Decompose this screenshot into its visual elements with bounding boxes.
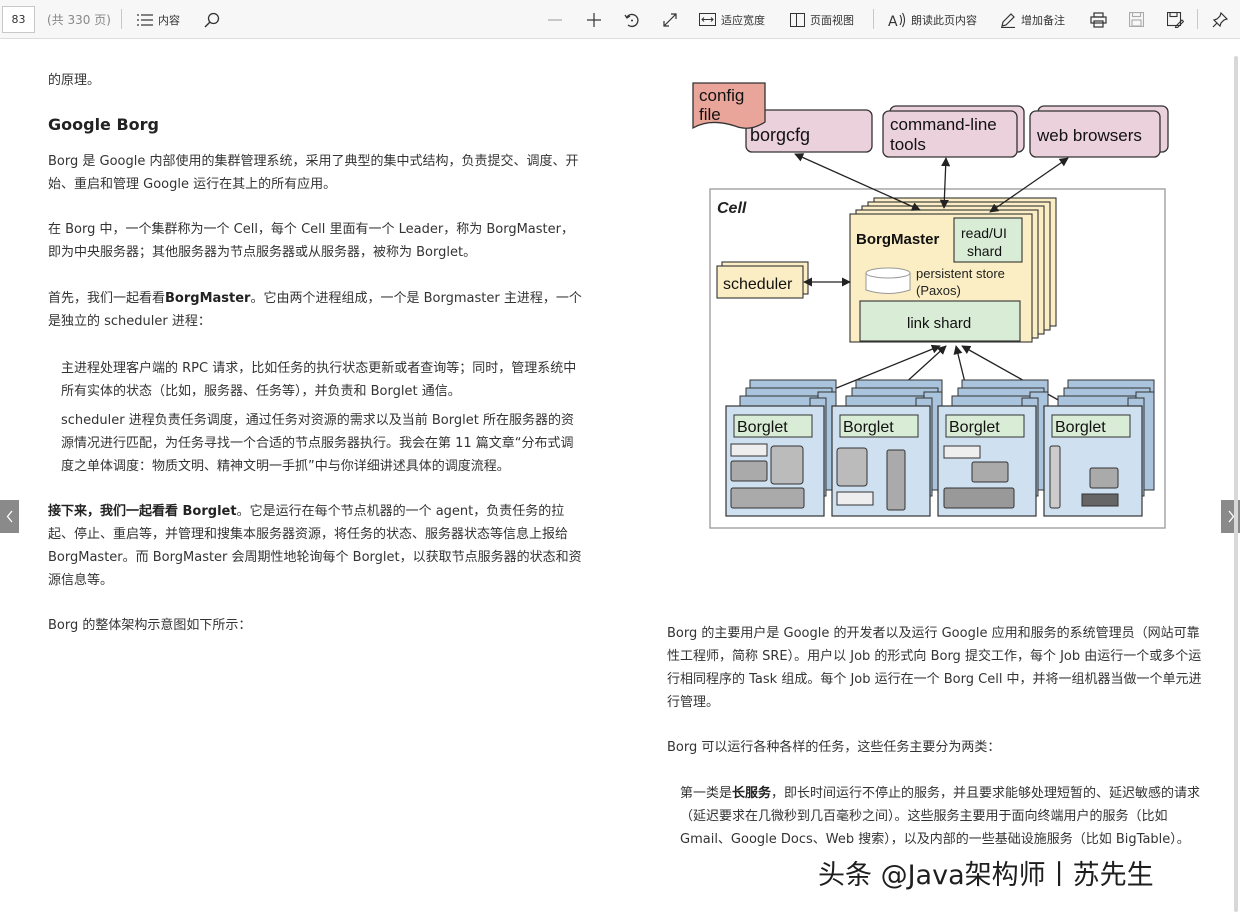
borglet-label: Borglet: [737, 419, 788, 436]
borgcfg-label: borgcfg: [750, 125, 810, 145]
scheduler-label: scheduler: [723, 276, 793, 293]
fullscreen-button[interactable]: [662, 0, 678, 39]
bold-term: 长服务: [732, 786, 772, 801]
text-run: 。它由两个进程组成，一个是 Borgmaster 主进程，一个是独立的 sche…: [48, 291, 582, 329]
fit-width-button[interactable]: 适应宽度: [699, 0, 765, 39]
contents-label: 内容: [158, 13, 180, 27]
previous-page-button[interactable]: [0, 500, 19, 533]
borglet-node: Borglet: [937, 379, 1049, 517]
add-note-button[interactable]: 增加备注: [1000, 0, 1065, 39]
paragraph: 接下来，我们一起看看 Borglet。它是运行在每个节点机器的一个 agent，…: [48, 500, 583, 592]
text-run: ，即长时间运行不停止的服务，并且要求能够处理短暂的、延迟敏感的请求（延迟要求在几…: [680, 786, 1201, 847]
list-item: 第一类是长服务，即长时间运行不停止的服务，并且要求能够处理短暂的、延迟敏感的请求…: [680, 782, 1202, 851]
zoom-out-button[interactable]: [547, 0, 563, 39]
borglet-node: Borglet: [725, 379, 837, 517]
save-button[interactable]: [1129, 0, 1144, 39]
text-run: 第一类是: [680, 786, 733, 801]
contents-button[interactable]: 内容: [137, 0, 180, 39]
page-view-label: 页面视图: [810, 13, 854, 27]
borg-architecture-diagram: Cell borgcfg config file command-line to…: [692, 82, 1169, 529]
paragraph: Borg 的主要用户是 Google 的开发者以及运行 Google 应用和服务…: [667, 626, 1202, 710]
chevron-right-icon: [1227, 510, 1234, 523]
cell-label: Cell: [717, 200, 747, 217]
persistent-store-label: persistent store: [916, 266, 1005, 281]
save-as-icon: [1167, 11, 1184, 28]
read-aloud-icon: A: [888, 12, 906, 28]
read-ui-shard-label: shard: [967, 243, 1002, 259]
paragraph: Borg 的整体架构示意图如下所示：: [48, 618, 252, 633]
persistent-store-icon: [865, 267, 911, 294]
paragraph: 首先，我们一起看看BorgMaster。它由两个进程组成，一个是 Borgmas…: [48, 287, 583, 333]
rotate-button[interactable]: [624, 0, 640, 39]
document-pages: 的原理。 Google Borg Borg 是 Google 内部使用的集群管理…: [0, 39, 1240, 915]
read-aloud-button[interactable]: A 朗读此页内容: [888, 0, 977, 39]
command-line-tools-label: command-line: [890, 115, 997, 134]
command-line-tools-label: tools: [890, 135, 926, 154]
pin-toolbar-button[interactable]: [1212, 0, 1228, 39]
paragraph: Borg 是 Google 内部使用的集群管理系统，采用了典型的集中式结构，负责…: [48, 154, 579, 192]
toolbar-divider: [121, 9, 122, 29]
read-ui-shard-box: read/UI shard: [953, 217, 1023, 263]
client-arrows: [794, 153, 1069, 287]
search-icon: [204, 12, 220, 27]
link-shard-box: link shard: [859, 300, 1021, 342]
section-heading: Google Borg: [48, 115, 160, 134]
read-ui-shard-label: read/UI: [961, 225, 1007, 241]
borgcfg-box: borgcfg: [745, 109, 873, 153]
page-total: (共 330 页): [47, 13, 111, 27]
expand-icon: [663, 12, 677, 27]
watermark-text: 头条 @Java架构师丨苏先生: [818, 860, 1154, 891]
borglet-label: Borglet: [1055, 419, 1106, 436]
vertical-scrollbar[interactable]: [1234, 56, 1238, 912]
toolbar-divider: [873, 9, 874, 29]
save-as-button[interactable]: [1167, 0, 1184, 39]
paragraph: 的原理。: [48, 73, 101, 88]
svg-text:A: A: [888, 14, 898, 28]
web-browsers-box: web browsers: [1029, 105, 1169, 158]
borgmaster-label: BorgMaster: [856, 231, 940, 248]
bold-term: BorgMaster: [165, 291, 251, 306]
list-item: scheduler 进程负责任务调度，通过任务对资源的需求以及当前 Borgle…: [61, 413, 574, 474]
borglet-label: Borglet: [843, 419, 894, 436]
text-run: 首先，我们一起看看: [48, 291, 166, 306]
pin-icon: [1212, 11, 1228, 27]
config-file-label: config: [699, 86, 744, 105]
plus-icon: [587, 12, 601, 27]
link-shard-label: link shard: [907, 315, 971, 332]
pen-icon: [1001, 12, 1015, 28]
toolbar-divider: [1197, 9, 1198, 29]
fit-width-label: 适应宽度: [721, 13, 765, 27]
page-view-icon: [790, 12, 805, 27]
page-number-input[interactable]: 83: [2, 6, 35, 33]
scheduler-box: scheduler: [716, 261, 809, 299]
list-item: 主进程处理客户端的 RPC 请求，比如任务的执行状态更新或者查询等；同时，管理系…: [61, 361, 577, 399]
list-icon: [137, 13, 153, 26]
persistent-store-label: (Paxos): [916, 283, 961, 298]
paragraph: Borg 可以运行各种各样的任务，这些任务主要分为两类：: [667, 740, 1001, 755]
save-icon: [1129, 12, 1144, 27]
config-file-label: file: [699, 105, 721, 124]
fit-width-icon: [699, 13, 716, 26]
search-button[interactable]: [204, 0, 220, 39]
chevron-left-icon: [6, 510, 13, 523]
borglet-label: Borglet: [949, 419, 1000, 436]
page-view-button[interactable]: 页面视图: [790, 0, 854, 39]
minus-icon: [548, 18, 562, 21]
borglet-node: Borglet: [1043, 379, 1155, 517]
print-icon: [1090, 11, 1107, 28]
add-note-label: 增加备注: [1021, 13, 1065, 27]
bold-term: 接下来，我们一起看看 Borglet: [48, 504, 237, 519]
print-button[interactable]: [1090, 0, 1107, 39]
borglet-node: Borglet: [831, 379, 943, 517]
rotate-icon: [624, 13, 639, 27]
command-line-tools-box: command-line tools: [882, 105, 1025, 158]
web-browsers-label: web browsers: [1036, 126, 1142, 145]
config-file-box: config file: [692, 82, 766, 130]
paragraph: 在 Borg 中，一个集群称为一个 Cell，每个 Cell 里面有一个 Lea…: [48, 222, 574, 260]
zoom-in-button[interactable]: [586, 0, 602, 39]
reader-toolbar: 83 (共 330 页) 内容 适应宽度 页面视图 A 朗读此页内容 增加备注: [0, 0, 1240, 39]
read-aloud-label: 朗读此页内容: [911, 13, 977, 27]
text-run: 。它是运行在每个节点机器的一个 agent，负责任务的拉起、停止、重启等，并管理…: [48, 504, 582, 588]
